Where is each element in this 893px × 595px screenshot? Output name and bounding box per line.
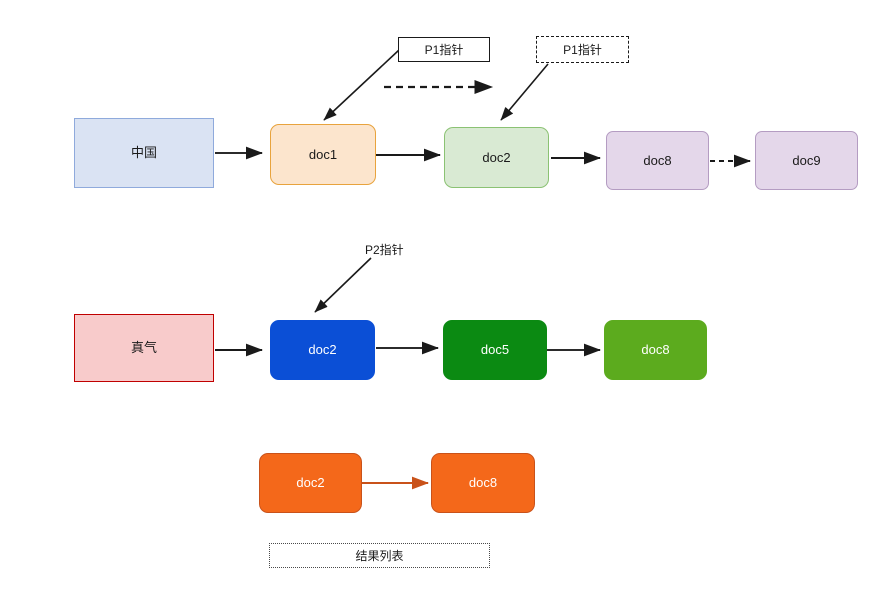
node-r1-doc9[interactable]: doc9 — [755, 131, 858, 190]
annotation-label: P2指针 — [365, 243, 404, 257]
node-r3-doc2[interactable]: doc2 — [259, 453, 362, 513]
node-r2-doc2[interactable]: doc2 — [270, 320, 375, 380]
annotation-p1-pointer-solid[interactable]: P1指针 — [398, 37, 490, 62]
node-term-zhenqi[interactable]: 真气 — [74, 314, 214, 382]
node-label: doc1 — [308, 146, 338, 162]
annotation-label: P1指针 — [424, 43, 464, 57]
node-r2-doc5[interactable]: doc5 — [443, 320, 547, 380]
node-label: doc2 — [296, 475, 325, 491]
node-r1-doc1[interactable]: doc1 — [270, 124, 376, 185]
node-label: doc8 — [643, 152, 672, 168]
node-label: 真气 — [130, 340, 157, 356]
node-label: doc9 — [792, 152, 821, 168]
node-label: 中国 — [130, 145, 157, 161]
annotation-p1-pointer-dashed[interactable]: P1指针 — [536, 36, 629, 63]
node-label: doc8 — [641, 342, 670, 358]
annotation-label: P1指针 — [563, 43, 602, 57]
leader-p1-dashed-to-doc2 — [500, 63, 549, 121]
leader-p2-to-r2doc2 — [314, 257, 372, 313]
node-label: doc8 — [468, 475, 498, 491]
node-r3-doc8[interactable]: doc8 — [431, 453, 535, 513]
node-label: doc2 — [308, 342, 337, 358]
node-label: doc2 — [482, 149, 511, 165]
node-term-china[interactable]: 中国 — [74, 118, 214, 188]
node-r1-doc8[interactable]: doc8 — [606, 131, 709, 190]
annotation-result-list-caption[interactable]: 结果列表 — [269, 543, 490, 568]
annotation-label: 结果列表 — [355, 549, 404, 563]
annotation-p2-pointer[interactable]: P2指针 — [365, 241, 404, 258]
node-label: doc5 — [480, 342, 510, 358]
node-r1-doc2[interactable]: doc2 — [444, 127, 549, 188]
leader-p1-solid-to-doc1 — [323, 49, 400, 121]
node-r2-doc8[interactable]: doc8 — [604, 320, 707, 380]
